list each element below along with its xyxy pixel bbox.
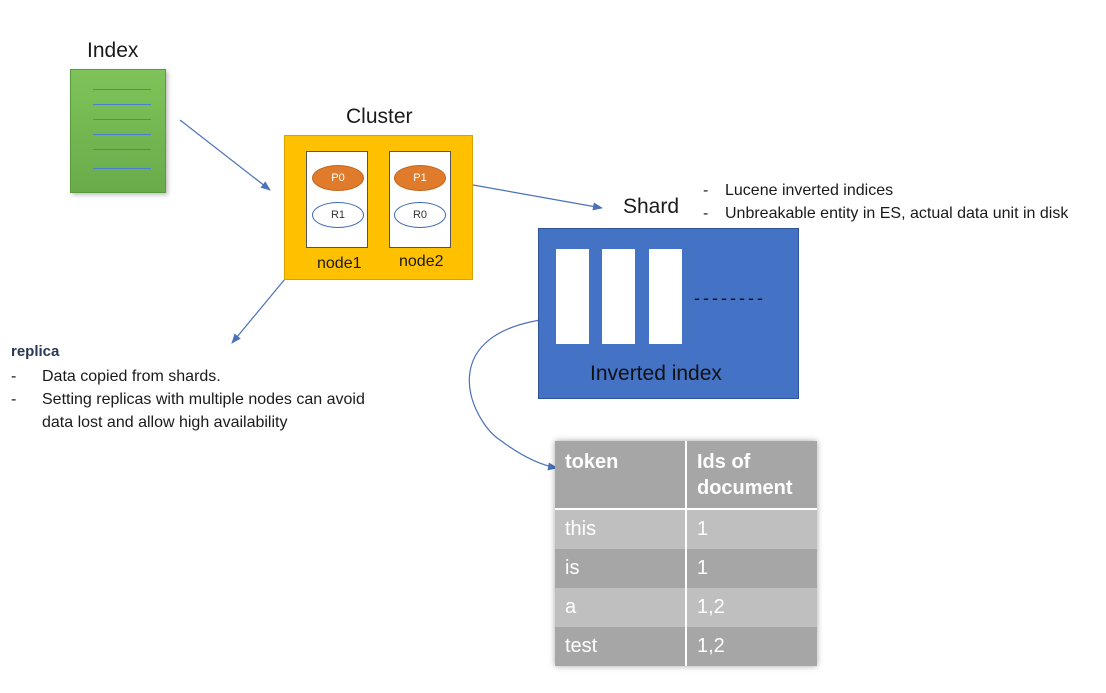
index-title: Index xyxy=(87,39,139,62)
shard-notes: - Lucene inverted indices - Unbreakable … xyxy=(703,179,1068,225)
node2-label: node2 xyxy=(399,253,444,270)
replica-shard-r1: R1 xyxy=(312,202,364,228)
token-cell: test xyxy=(555,627,687,666)
ids-cell: 1 xyxy=(686,549,817,588)
shard-note: - Unbreakable entity in ES, actual data … xyxy=(703,205,1069,222)
node1-label: node1 xyxy=(317,255,362,272)
table-row: test 1,2 xyxy=(555,627,817,666)
replica-shard-r0: R0 xyxy=(394,202,446,228)
replica-note: - Data copied from shards. xyxy=(11,368,221,385)
primary-shard-p1: P1 xyxy=(394,165,446,191)
segment-block xyxy=(649,249,682,344)
more-segments-dashes: -------- xyxy=(694,288,766,308)
segment-block xyxy=(556,249,589,344)
table-header-row: token Ids of document xyxy=(555,441,817,509)
replica-heading: replica xyxy=(11,343,60,360)
index-document-icon xyxy=(70,69,166,193)
shard-title: Shard xyxy=(623,195,680,218)
table-row: is 1 xyxy=(555,549,817,588)
replica-note: - Setting replicas with multiple nodes c… xyxy=(11,391,365,431)
primary-shard-p0: P0 xyxy=(312,165,364,191)
header-token: token xyxy=(555,441,687,509)
ids-cell: 1,2 xyxy=(686,627,817,666)
cluster-title: Cluster xyxy=(346,105,413,128)
replica-notes: - Data copied from shards. - Setting rep… xyxy=(11,365,371,434)
table-row: a 1,2 xyxy=(555,588,817,627)
table-row: this 1 xyxy=(555,509,817,549)
token-cell: a xyxy=(555,588,687,627)
arrow-index-to-cluster xyxy=(179,119,271,191)
shard-note: - Lucene inverted indices xyxy=(703,182,894,199)
token-cell: this xyxy=(555,509,687,549)
segment-block xyxy=(602,249,635,344)
inverted-index-label: Inverted index xyxy=(590,362,722,385)
header-ids: Ids of document xyxy=(686,441,817,509)
ids-cell: 1 xyxy=(686,509,817,549)
token-cell: is xyxy=(555,549,687,588)
inverted-index-table: token Ids of document this 1 is 1 a 1,2 … xyxy=(555,441,817,666)
ids-cell: 1,2 xyxy=(686,588,817,627)
